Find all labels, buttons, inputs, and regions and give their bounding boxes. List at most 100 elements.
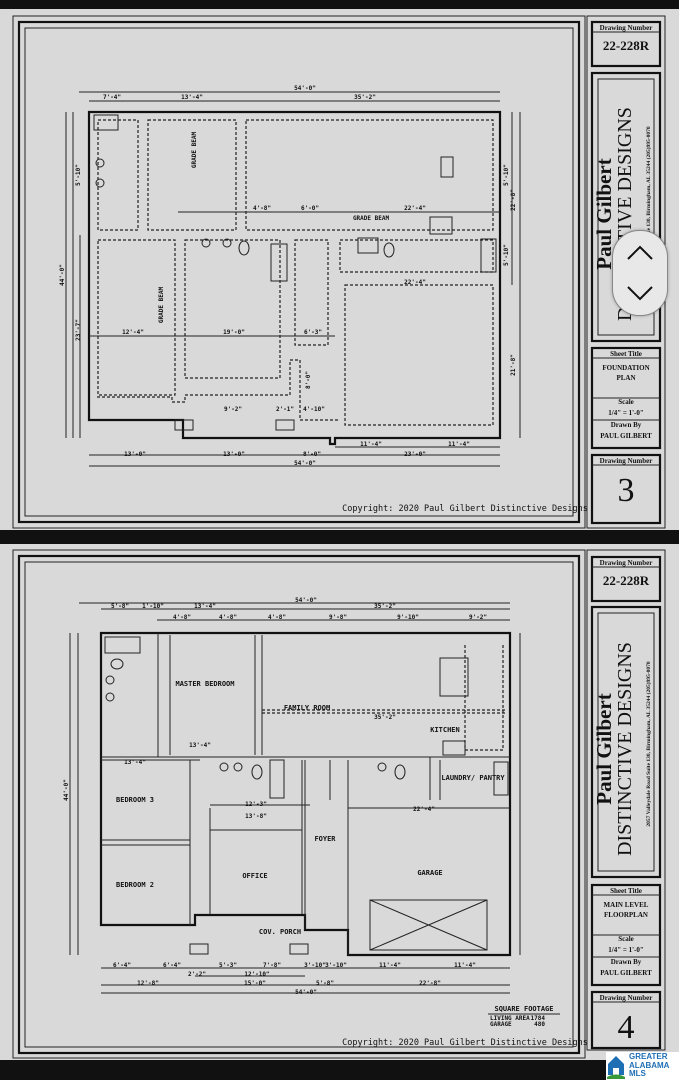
dimension-label: 9'-2" bbox=[469, 614, 487, 621]
dimension-label: 11'-4" bbox=[360, 441, 382, 448]
scale-value: 1/4" = 1'-0" bbox=[608, 409, 644, 417]
chevron-up-icon bbox=[627, 245, 653, 260]
dimension-label: 6'-0" bbox=[301, 205, 319, 212]
dimension-label: 54'-0" bbox=[295, 597, 317, 604]
dimension-label: 21'-8" bbox=[510, 354, 517, 376]
dimension-label: 2'-1" bbox=[276, 406, 294, 413]
dimension-label: 54'-0" bbox=[294, 85, 316, 92]
dimension-label: 9'-8" bbox=[329, 614, 347, 621]
dimension-label: 4'-10" bbox=[303, 406, 325, 413]
dimension-label: 19'-0" bbox=[223, 329, 245, 336]
dimension-label: 35'-2" bbox=[374, 714, 396, 721]
project-number: 22-228R bbox=[603, 573, 650, 588]
dimension-label: 4'-8" bbox=[253, 205, 271, 212]
dimension-label: 5'-10" bbox=[503, 244, 510, 266]
dimension-label: 5'-10" bbox=[75, 164, 82, 186]
dimension-label: 5'-3" bbox=[219, 962, 237, 969]
grade-beam-note: GRADE BEAM bbox=[191, 132, 198, 169]
dimension-label: 12'-3" bbox=[245, 801, 267, 808]
drawing-number-label: Drawing Number bbox=[600, 559, 653, 567]
next-image-button[interactable] bbox=[613, 273, 667, 315]
sqft-label: GARAGE bbox=[490, 1021, 512, 1028]
previous-image-button[interactable] bbox=[613, 231, 667, 273]
dimension-label: 5'-10" bbox=[503, 164, 510, 186]
dimension-label: 22'-8" bbox=[419, 980, 441, 987]
dimension-label: 9'-10" bbox=[397, 614, 419, 621]
dimension-label: 4'-8" bbox=[268, 614, 286, 621]
room-label: MASTER BEDROOM bbox=[175, 680, 234, 688]
sqft-label: LIVING AREA bbox=[490, 1015, 530, 1022]
dimension-label: 13'-0" bbox=[124, 451, 146, 458]
dimension-label: 22'-4" bbox=[404, 205, 426, 212]
drawn-by-value: PAUL GILBERT bbox=[600, 969, 652, 977]
dimension-label: 13'-0" bbox=[223, 451, 245, 458]
dimension-label: 9'-2" bbox=[224, 406, 242, 413]
scale-label: Scale bbox=[618, 398, 634, 406]
dimension-label: 11'-4" bbox=[448, 441, 470, 448]
sheet-title-label: Sheet Title bbox=[610, 887, 642, 895]
dimension-label: 5'-8" bbox=[111, 603, 129, 610]
dimension-label: 54'-0" bbox=[295, 989, 317, 996]
dimension-label: 13'-4" bbox=[189, 742, 211, 749]
dimension-label: 3'-10" bbox=[325, 962, 347, 969]
drawing-number-label: Drawing Number bbox=[600, 994, 653, 1002]
dimension-label: 11'-4" bbox=[379, 962, 401, 969]
top-band bbox=[0, 0, 679, 9]
drawing-number-label: Drawing Number bbox=[600, 24, 653, 32]
room-label: BEDROOM 3 bbox=[116, 796, 154, 804]
sheet-title-line1: MAIN LEVEL bbox=[604, 901, 649, 909]
dimension-label: 2'-2" bbox=[188, 971, 206, 978]
carousel-nav bbox=[612, 230, 668, 316]
foundation-plan-drawing bbox=[65, 91, 521, 467]
middle-band bbox=[0, 530, 679, 544]
dimension-label: 15'-0" bbox=[244, 980, 266, 987]
drawing-number-label: Drawing Number bbox=[600, 457, 653, 465]
brand-name: Paul Gilbert bbox=[592, 693, 616, 804]
dimension-label: 6'-3" bbox=[304, 329, 322, 336]
bottom-band bbox=[0, 1060, 606, 1080]
floorplan-drawing bbox=[69, 602, 521, 994]
sheet-foundation-plan: 54'-0"7'-4"13'-4"35'-2"4'-8"6'-0"22'-4"2… bbox=[12, 15, 666, 529]
dimension-label: 12'-8" bbox=[137, 980, 159, 987]
dimension-label: 3'-10" bbox=[304, 962, 326, 969]
room-label: COV. PORCH bbox=[259, 928, 301, 936]
copyright-text: Copyright: 2020 Paul Gilbert Distinctive… bbox=[342, 504, 588, 514]
dimension-label: 22'-4" bbox=[404, 279, 426, 286]
dimension-label: 7'-8" bbox=[263, 962, 281, 969]
dimension-label: 8'-0" bbox=[303, 451, 321, 458]
room-label: FOYER bbox=[314, 835, 336, 843]
logo-line1: GREATER bbox=[629, 1052, 668, 1062]
room-label: LAUNDRY/ PANTRY bbox=[441, 774, 505, 782]
dimension-label: 4'-8" bbox=[219, 614, 237, 621]
sheet-title-line1: FOUNDATION bbox=[602, 364, 649, 372]
grade-beam-note: GRADE BEAM bbox=[353, 215, 390, 222]
dimension-label: 4'-8" bbox=[173, 614, 191, 621]
square-footage-title: SQUARE FOOTAGE bbox=[494, 1005, 553, 1013]
dimension-label: 23'-7" bbox=[75, 319, 82, 341]
dimension-label: 11'-4" bbox=[454, 962, 476, 969]
dimension-label: 22'-8" bbox=[510, 189, 517, 211]
brand-company: DISTINCTIVE DESIGNS bbox=[614, 642, 636, 856]
dimension-label: 23'-0" bbox=[404, 451, 426, 458]
room-label: FAMILY ROOM bbox=[284, 704, 330, 712]
house-logo-icon bbox=[607, 1056, 625, 1079]
dimension-label: 6'-4" bbox=[113, 962, 131, 969]
sheet-title-label: Sheet Title bbox=[610, 350, 642, 358]
scale-label: Scale bbox=[618, 935, 634, 943]
dimension-label: 12'-4" bbox=[122, 329, 144, 336]
logo-line3: MLS bbox=[629, 1069, 646, 1079]
dimension-label: 13'-4" bbox=[124, 759, 146, 766]
room-label: GARAGE bbox=[417, 869, 442, 877]
dimension-label: 44'-0" bbox=[59, 264, 66, 286]
grade-beam-note: GRADE BEAM bbox=[158, 287, 165, 324]
dimension-label: 5'-8" bbox=[316, 980, 334, 987]
drawn-by-value: PAUL GILBERT bbox=[600, 432, 652, 440]
dimension-label: 12'-10" bbox=[244, 971, 269, 978]
dimension-label: 22'-4" bbox=[413, 806, 435, 813]
sheet-title-line2: PLAN bbox=[616, 374, 635, 382]
dimension-label: 8'-0" bbox=[305, 371, 312, 389]
dimension-label: 13'-4" bbox=[194, 603, 216, 610]
copyright-text: Copyright: 2020 Paul Gilbert Distinctive… bbox=[342, 1038, 588, 1048]
